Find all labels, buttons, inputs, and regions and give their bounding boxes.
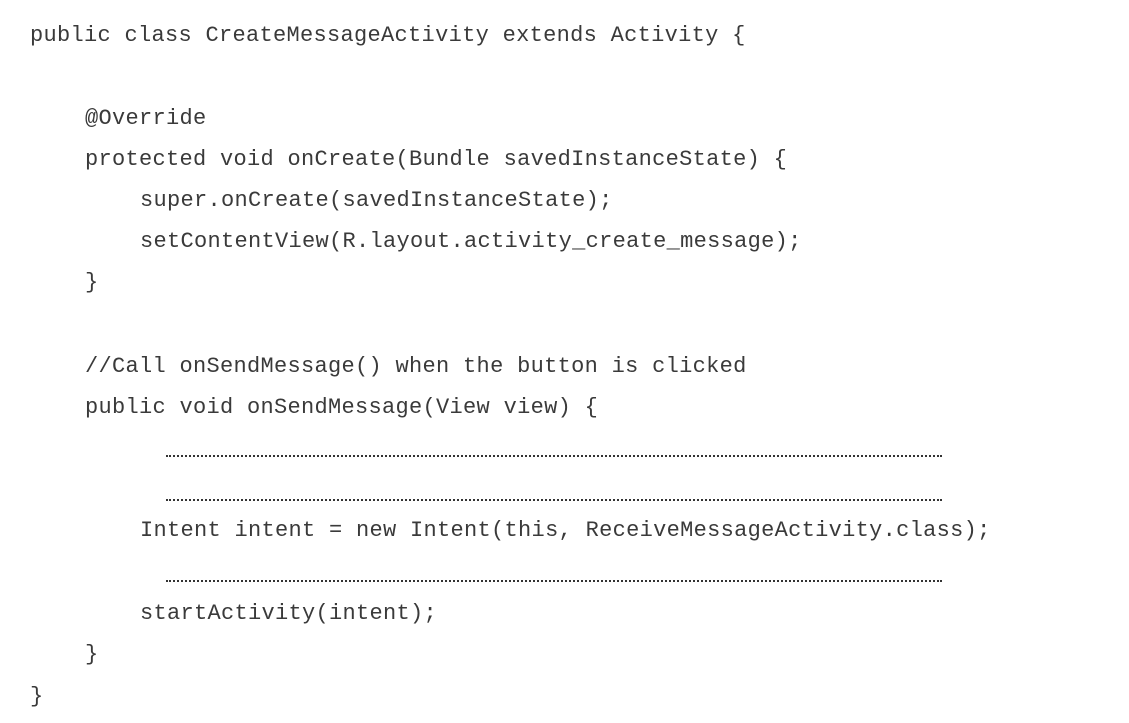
class-declaration-line: public class CreateMessageActivity exten…: [30, 23, 746, 48]
fill-in-blank-1: [166, 455, 942, 457]
class-closing-brace: }: [30, 684, 44, 709]
on-create-signature-line: protected void onCreate(Bundle savedInst…: [85, 147, 788, 172]
on-create-closing-brace: }: [85, 270, 99, 295]
fill-in-blank-3: [166, 580, 942, 582]
on-send-message-signature-line: public void onSendMessage(View view) {: [85, 395, 599, 420]
comment-line: //Call onSendMessage() when the button i…: [85, 354, 747, 379]
set-content-view-line: setContentView(R.layout.activity_create_…: [140, 229, 802, 254]
super-call-line: super.onCreate(savedInstanceState);: [140, 188, 613, 213]
fill-in-blank-2: [166, 499, 942, 501]
start-activity-line: startActivity(intent);: [140, 601, 438, 626]
on-send-message-closing-brace: }: [85, 642, 99, 667]
override-annotation-line: @Override: [85, 106, 207, 131]
intent-creation-line: Intent intent = new Intent(this, Receive…: [140, 518, 991, 543]
